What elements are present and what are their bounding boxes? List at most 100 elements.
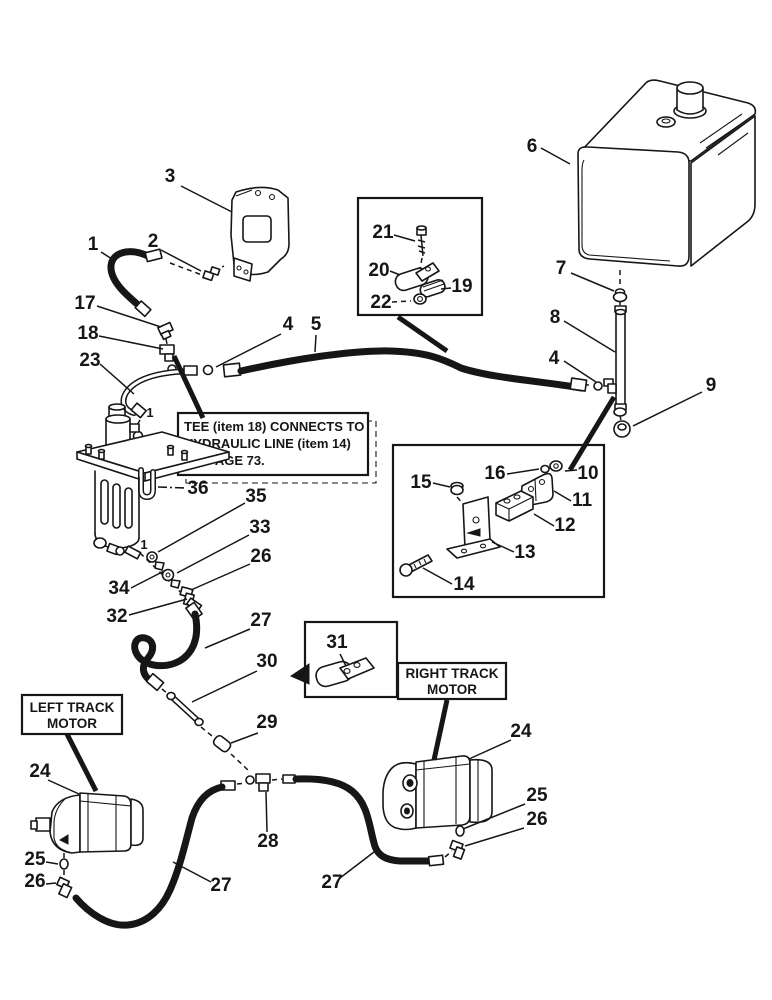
- callout-4a: 4: [283, 314, 294, 335]
- callout-17: 17: [74, 293, 95, 314]
- thick-leaders: [64, 314, 617, 793]
- nut-10: [549, 460, 563, 472]
- callout-13: 13: [514, 542, 535, 563]
- hose-27-pump: [131, 610, 201, 685]
- leader-29: [230, 732, 259, 744]
- callout-20: 20: [368, 260, 389, 281]
- left-track-motor: [30, 792, 144, 854]
- pointer-wedge: [289, 663, 310, 685]
- leader-19: [440, 287, 452, 290]
- callout-23: 23: [79, 350, 100, 371]
- callout-9: 9: [706, 375, 717, 396]
- callout-26-right: 26: [526, 809, 547, 830]
- callout-12: 12: [554, 515, 575, 536]
- right-motor-label-line2: MOTOR: [427, 682, 477, 697]
- leader-lines: [45, 147, 703, 885]
- flange-nut-34: [161, 568, 175, 582]
- leader-3: [180, 185, 233, 213]
- pump-assembly: [76, 403, 230, 560]
- leader-7: [570, 272, 615, 292]
- leader-10: [564, 469, 578, 472]
- callout-19: 19: [451, 276, 472, 297]
- leader-1: [100, 251, 113, 260]
- washer-16: [540, 464, 550, 474]
- callout-3: 3: [165, 166, 176, 187]
- filler-neck: [676, 87, 704, 115]
- callout-26-left: 26: [24, 871, 45, 892]
- callout-25-right: 25: [526, 785, 548, 806]
- cone-fitting: [154, 561, 165, 571]
- callout-27-left: 27: [210, 875, 231, 896]
- nut-22: [413, 293, 427, 305]
- leader-2: [160, 249, 202, 272]
- leader-24-right: [468, 739, 512, 760]
- leader-26-chain: [190, 563, 251, 591]
- callout-32: 32: [106, 606, 127, 627]
- clamp-31-inset: [289, 620, 399, 699]
- control-valve: [230, 186, 290, 282]
- leader-34: [130, 569, 167, 589]
- callout-small-1-pump: 1: [140, 537, 147, 552]
- callout-27-right: 27: [321, 872, 342, 893]
- leader-32: [128, 598, 188, 616]
- callout-30: 30: [256, 651, 277, 672]
- leader-17: [96, 305, 162, 328]
- oring-4a: [202, 364, 214, 376]
- lower-line-assembly: [131, 601, 296, 792]
- flange-nut-35: [146, 551, 158, 563]
- callout-21: 21: [372, 222, 394, 243]
- callout-2: 2: [148, 231, 159, 252]
- leader-26-right: [464, 827, 525, 847]
- pump-outlet-fitting-chain: [139, 551, 203, 613]
- callout-8: 8: [550, 307, 561, 328]
- leader-4a: [215, 333, 282, 368]
- callout-29: 29: [256, 712, 277, 733]
- callout-22: 22: [370, 292, 391, 313]
- leader-left-motor-label: [64, 732, 99, 793]
- clamp-detail-inset: [356, 196, 484, 317]
- leader-14: [422, 567, 453, 585]
- fitting-25-right: [455, 825, 465, 837]
- tube-8: [615, 311, 626, 405]
- left-motor-label-line1: LEFT TRACK: [30, 700, 115, 715]
- leader-21: [393, 234, 416, 242]
- callout-7: 7: [556, 258, 567, 279]
- tee-28: [255, 773, 271, 784]
- left-track-hose: [55, 780, 236, 929]
- tank-plug: [656, 116, 676, 128]
- callout-10: 10: [577, 463, 598, 484]
- leader-13: [491, 541, 515, 553]
- leader-11: [553, 490, 572, 502]
- callout-24-left: 24: [29, 761, 51, 782]
- callout-31: 31: [326, 632, 348, 653]
- motor-shaft: [35, 817, 51, 832]
- callout-36: 36: [187, 478, 208, 499]
- leader-24-left: [47, 779, 80, 795]
- left-motor-label-box: LEFT TRACK MOTOR: [20, 693, 124, 736]
- callout-numbers: 1 2 3 17 18 23 4 5 6 7 8 4 9 21 20 19 22…: [24, 136, 716, 896]
- hose-27-left: [72, 783, 226, 929]
- leader-33: [176, 534, 250, 574]
- leader-25-left: [45, 861, 59, 865]
- left-motor-label-line2: MOTOR: [47, 716, 97, 731]
- leader-6: [540, 147, 571, 165]
- hose-27-right: [292, 775, 434, 865]
- right-motor-label-box: RIGHT TRACK MOTOR: [396, 661, 508, 701]
- leader-9: [632, 391, 703, 427]
- pump-body: [94, 470, 140, 539]
- oring-28: [245, 775, 255, 785]
- callout-34: 34: [108, 578, 130, 599]
- callout-33: 33: [249, 517, 270, 538]
- leader-22: [391, 300, 412, 303]
- leader-note-box: [171, 354, 206, 420]
- callout-16: 16: [484, 463, 505, 484]
- leader-12: [533, 513, 555, 527]
- leader-23: [99, 363, 135, 395]
- callout-26-chain: 26: [250, 546, 271, 567]
- callout-5: 5: [311, 314, 322, 335]
- callout-small-1-tube: 1: [146, 405, 153, 420]
- callout-18: 18: [77, 323, 98, 344]
- hose-1: [107, 248, 154, 313]
- leader-26-left: [45, 882, 57, 885]
